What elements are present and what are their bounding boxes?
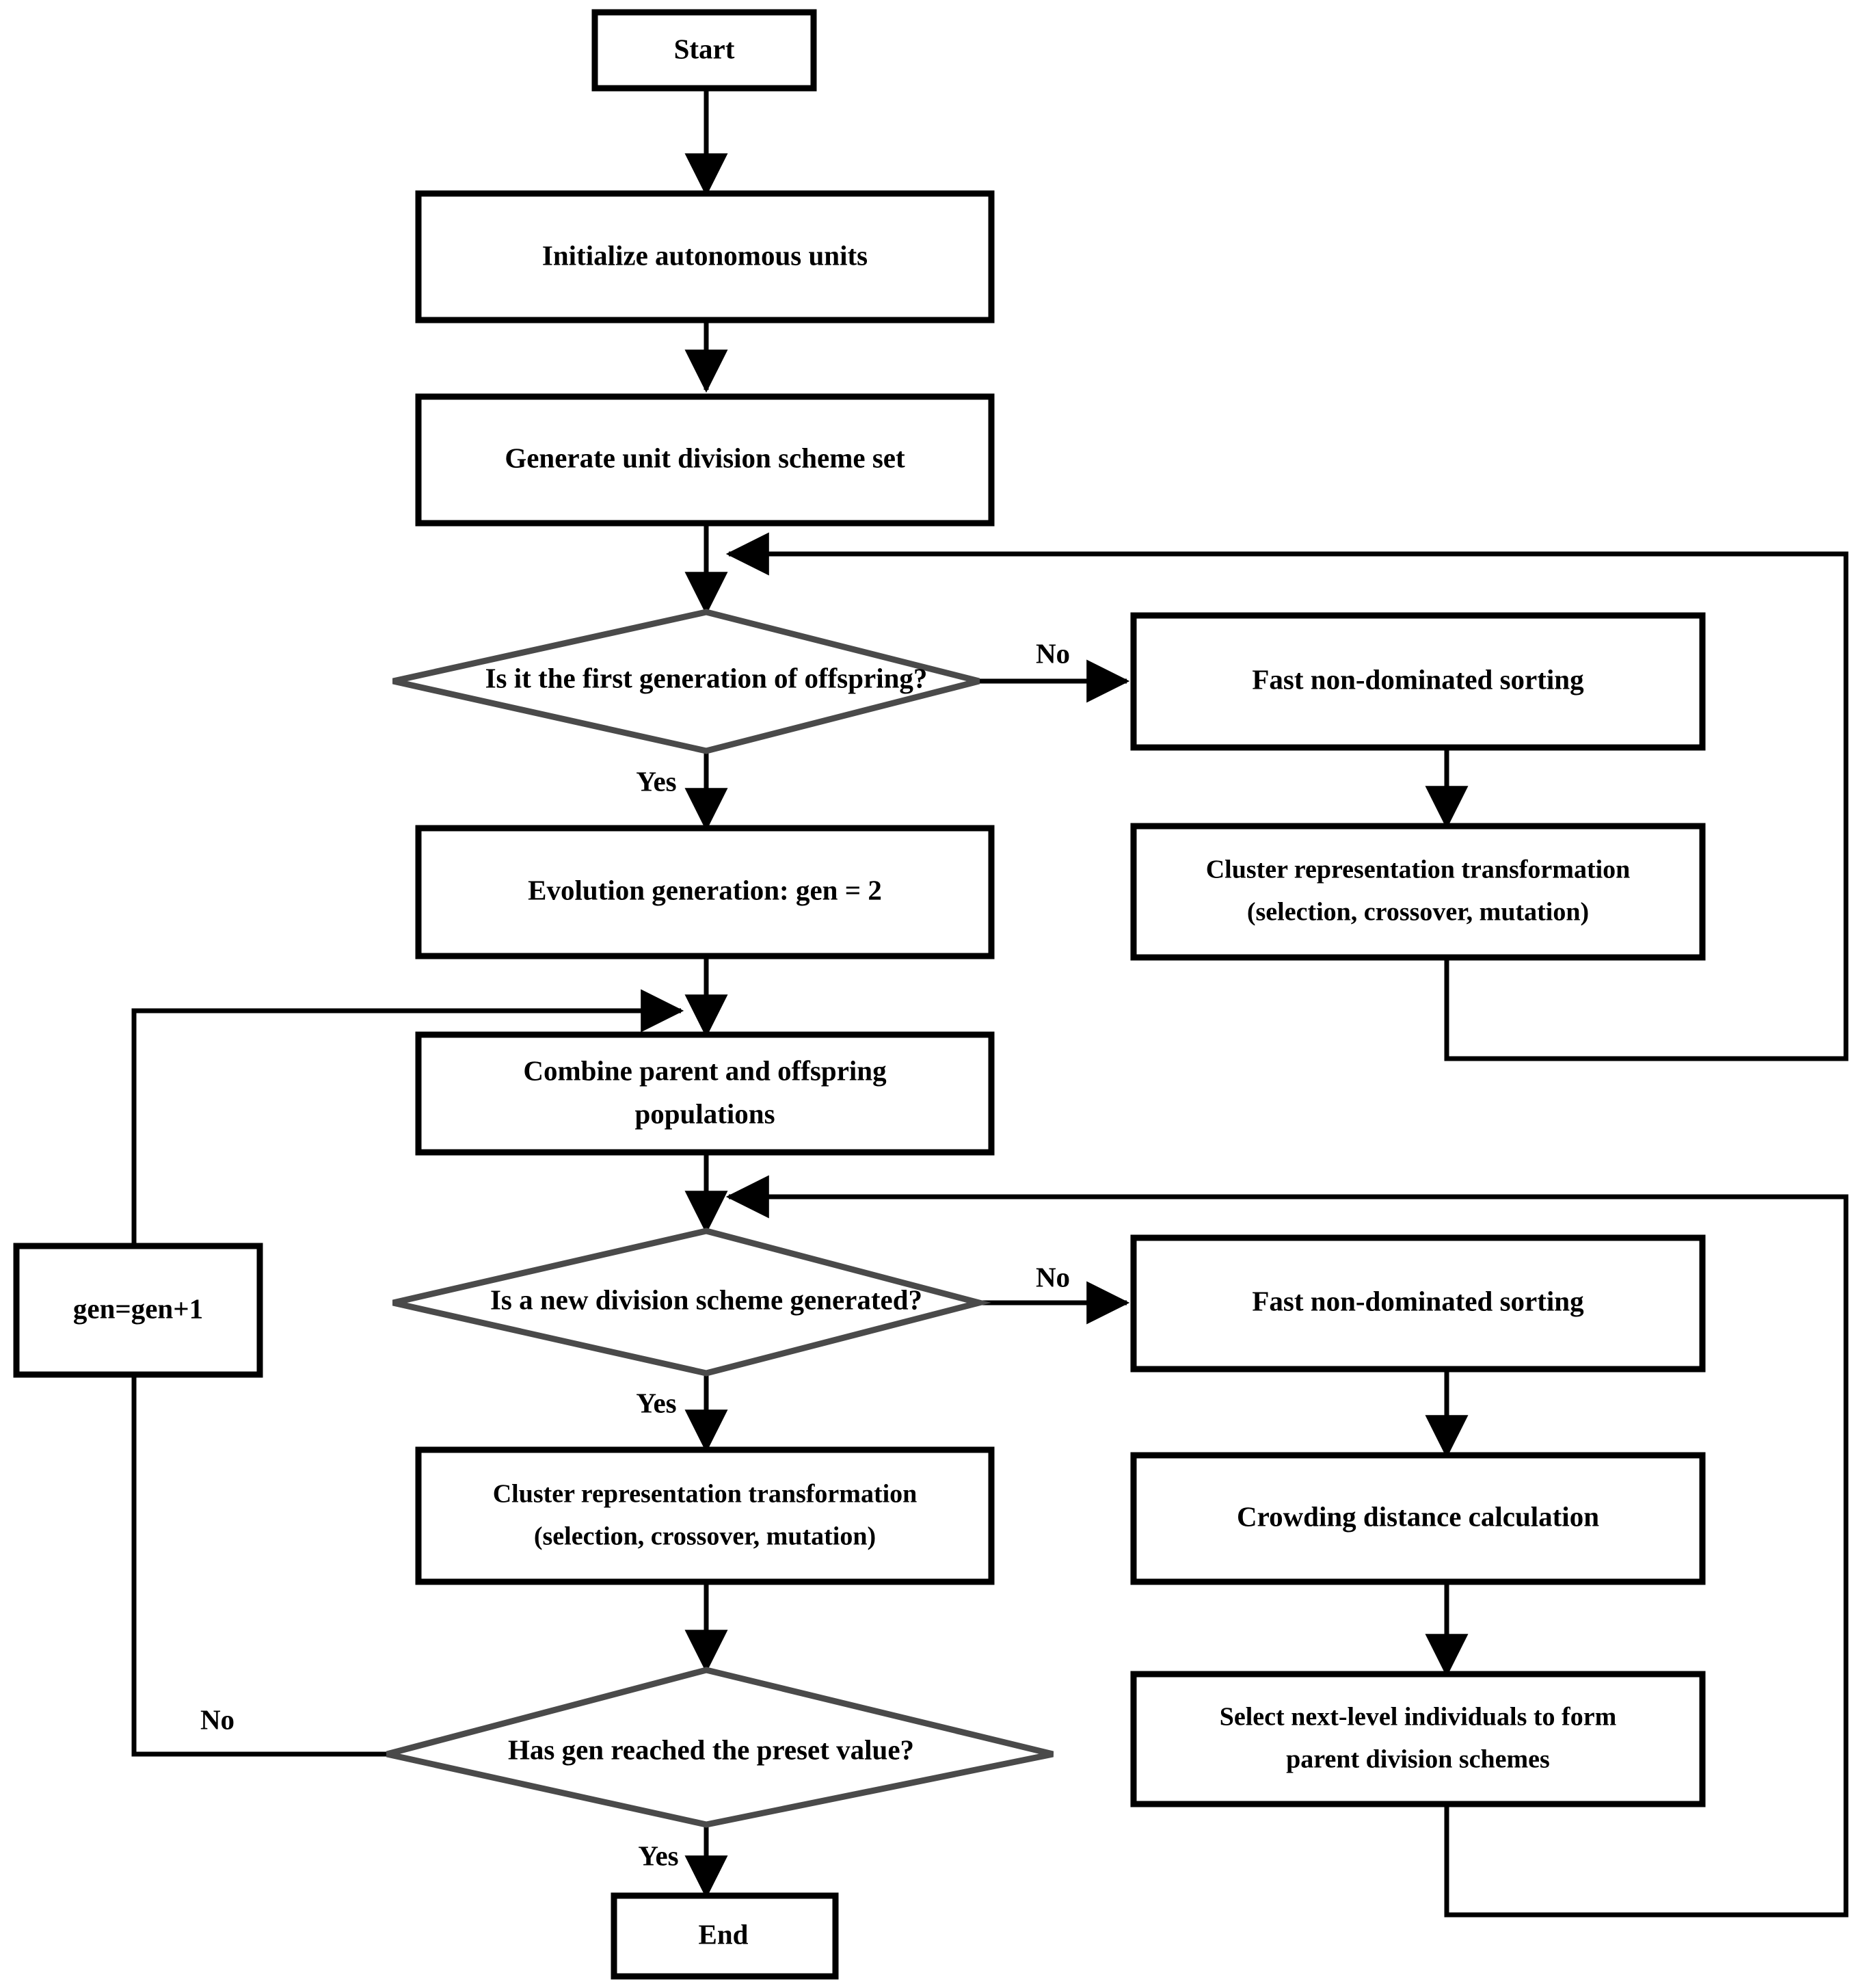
node-combine-line1-label: Combine parent and offspring	[523, 1055, 887, 1086]
node-crowding-label: Crowding distance calculation	[1237, 1500, 1599, 1532]
edge-label-decision3-no: No	[200, 1704, 235, 1735]
node-end[interactable]: End	[611, 1892, 839, 1980]
node-combine-populations[interactable]: Combine parent and offspring populations	[415, 1031, 995, 1156]
node-select-next-level-individuals[interactable]: Select next-level individuals to form pa…	[1130, 1671, 1706, 1807]
node-fast-non-dominated-sorting-upper[interactable]: Fast non-dominated sorting	[1130, 612, 1706, 751]
node-decision2-label: Is a new division scheme generated?	[490, 1284, 922, 1315]
node-decision3-label: Has gen reached the preset value?	[508, 1734, 914, 1765]
connector-cluster1-feedback-to-decision1	[725, 532, 1849, 1061]
node-evolution-generation[interactable]: Evolution generation: gen = 2	[415, 825, 995, 959]
node-selectnext-line2-label: parent division schemes	[1286, 1745, 1550, 1774]
node-initialize-label: Initialize autonomous units	[542, 239, 868, 271]
node-cluster1-line2-label: (selection, crossover, mutation)	[1247, 898, 1589, 927]
node-cluster-representation-transformation-upper[interactable]: Cluster representation transformation (s…	[1130, 823, 1706, 961]
edge-label-decision1-yes: Yes	[636, 765, 676, 797]
connector-selectnext-feedback-to-decision2	[725, 1175, 1849, 1918]
node-decision-preset-value[interactable]: Has gen reached the preset value?	[386, 1667, 1054, 1828]
node-cluster1-line1-label: Cluster representation transformation	[1206, 856, 1631, 884]
edge-label-decision2-no: No	[1036, 1261, 1070, 1293]
node-decision1-label: Is it the first generation of offspring?	[485, 662, 928, 693]
edge-label-decision2-yes: Yes	[636, 1387, 676, 1418]
node-generate-label: Generate unit division scheme set	[505, 442, 905, 473]
node-cluster-representation-transformation-lower[interactable]: Cluster representation transformation (s…	[415, 1446, 995, 1585]
node-generate-unit-division-scheme-set[interactable]: Generate unit division scheme set	[415, 393, 995, 527]
node-start-label: Start	[674, 33, 735, 64]
edge-label-decision3-yes: Yes	[638, 1840, 678, 1871]
node-fast-non-dominated-sorting-lower[interactable]: Fast non-dominated sorting	[1130, 1234, 1706, 1373]
node-gen-increment-label: gen=gen+1	[73, 1293, 203, 1324]
node-combine-line2-label: populations	[634, 1098, 775, 1129]
node-evolgen-label: Evolution generation: gen = 2	[528, 874, 882, 905]
edge-label-decision1-no: No	[1036, 637, 1070, 669]
node-sort2-label: Fast non-dominated sorting	[1252, 1285, 1584, 1316]
node-decision-new-division-scheme[interactable]: Is a new division scheme generated?	[392, 1228, 991, 1377]
node-decision-first-generation[interactable]: Is it the first generation of offspring?	[392, 609, 980, 754]
node-crowding-distance-calculation[interactable]: Crowding distance calculation	[1130, 1452, 1706, 1585]
connector-decision3-no-feedback-to-combine	[131, 989, 684, 1757]
node-start[interactable]: Start	[591, 9, 817, 92]
node-cluster2-line2-label: (selection, crossover, mutation)	[534, 1522, 876, 1551]
node-cluster2-line1-label: Cluster representation transformation	[493, 1480, 918, 1509]
node-selectnext-line1-label: Select next-level individuals to form	[1220, 1703, 1616, 1732]
node-end-label: End	[699, 1918, 749, 1950]
node-initialize-autonomous-units[interactable]: Initialize autonomous units	[415, 190, 995, 323]
node-sort1-label: Fast non-dominated sorting	[1252, 663, 1584, 695]
node-gen-increment[interactable]: gen=gen+1	[13, 1243, 263, 1378]
